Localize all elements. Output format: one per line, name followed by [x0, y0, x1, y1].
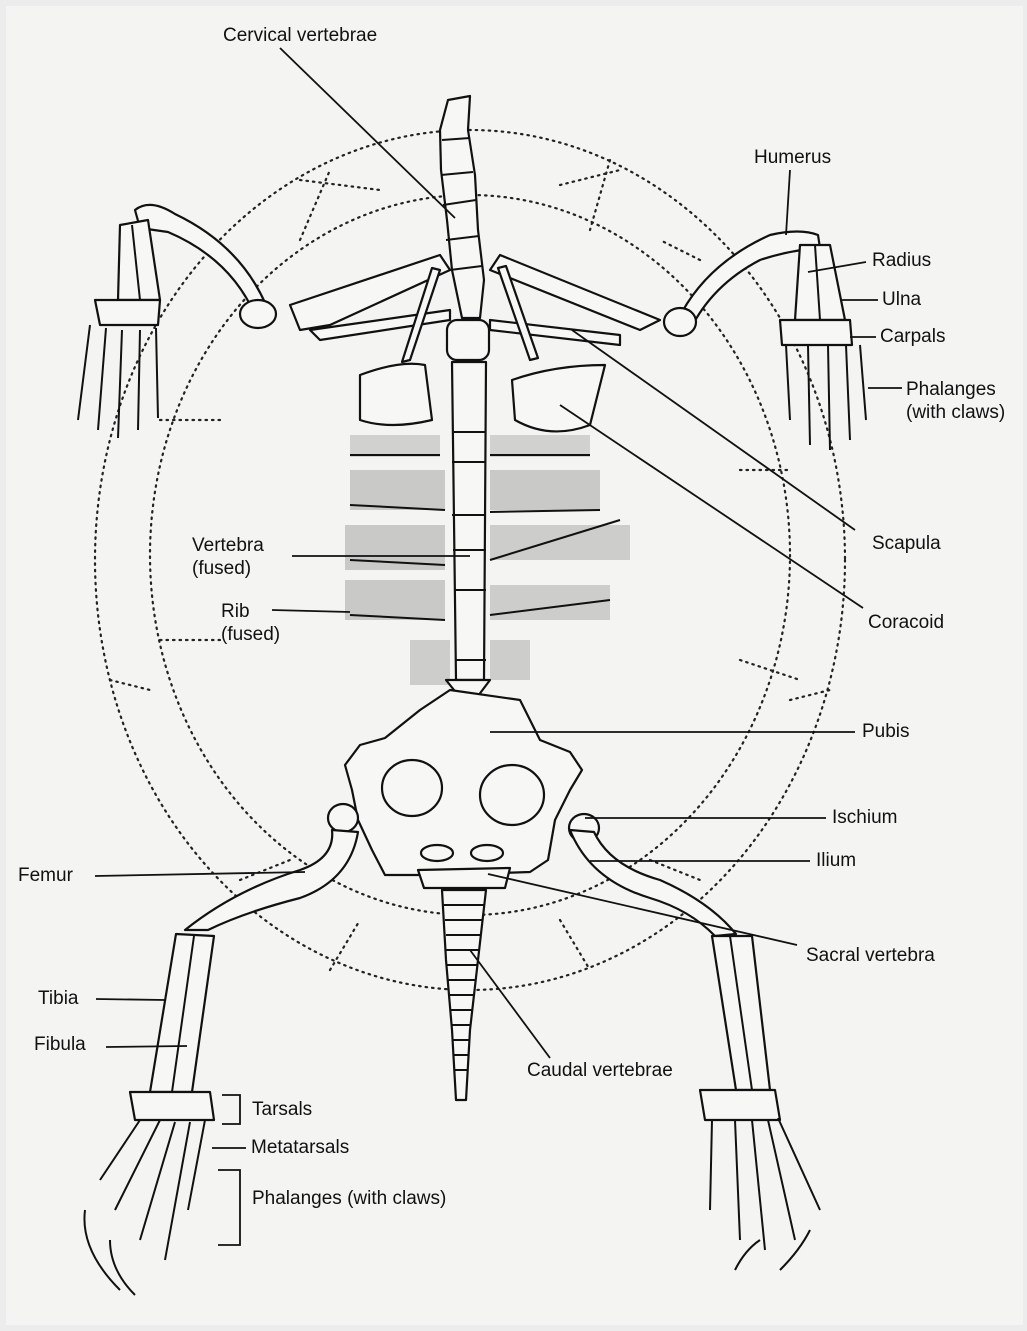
- label-ulna: Ulna: [882, 288, 921, 311]
- label-scapula: Scapula: [872, 532, 941, 555]
- pelvis: [328, 690, 599, 888]
- leader-humerus: [786, 170, 790, 235]
- label-pubis: Pubis: [862, 720, 910, 743]
- phalanges-hind-bracket: [218, 1170, 240, 1245]
- rib-stipple: [345, 435, 630, 685]
- label-coracoid: Coracoid: [868, 611, 944, 634]
- label-vertebra-line1: Vertebra: [192, 534, 264, 557]
- label-rib-line2: (fused): [221, 623, 280, 646]
- leader-cervical: [280, 48, 455, 218]
- label-cervical-vertebrae: Cervical vertebrae: [223, 24, 377, 47]
- leader-scapula: [572, 330, 855, 530]
- leader-femur: [95, 872, 305, 876]
- caudal-vertebrae-column: [442, 890, 486, 1100]
- leader-coracoid: [560, 405, 863, 608]
- left-forelimb: [78, 205, 276, 438]
- label-phalanges-fore-line1: Phalanges: [906, 378, 1005, 401]
- label-vertebra: Vertebra (fused): [192, 534, 264, 580]
- leader-fibula: [106, 1046, 187, 1047]
- left-hindlimb: [84, 830, 358, 1295]
- right-hindlimb: [570, 830, 820, 1270]
- label-rib: Rib (fused): [221, 600, 280, 646]
- label-tarsals: Tarsals: [252, 1098, 312, 1121]
- label-fibula: Fibula: [34, 1033, 86, 1056]
- tarsals-bracket: [222, 1095, 240, 1124]
- label-femur: Femur: [18, 864, 73, 887]
- label-ischium: Ischium: [832, 806, 897, 829]
- label-radius: Radius: [872, 249, 931, 272]
- label-metatarsals: Metatarsals: [251, 1136, 349, 1159]
- leader-rib: [272, 610, 350, 612]
- label-ilium: Ilium: [816, 849, 856, 872]
- label-phalanges-fore: Phalanges (with claws): [906, 378, 1005, 424]
- vertebral-column: [440, 96, 490, 700]
- label-vertebra-line2: (fused): [192, 557, 264, 580]
- leader-tibia: [96, 999, 165, 1000]
- label-caudal-vertebrae: Caudal vertebrae: [527, 1059, 673, 1082]
- label-tibia: Tibia: [38, 987, 78, 1010]
- leader-caudal: [470, 950, 550, 1058]
- label-phalanges-fore-line2: (with claws): [906, 401, 1005, 424]
- label-carpals: Carpals: [880, 325, 945, 348]
- label-rib-line1: Rib: [221, 600, 280, 623]
- label-sacral-vertebra: Sacral vertebra: [806, 944, 935, 967]
- label-phalanges-hind: Phalanges (with claws): [252, 1187, 446, 1210]
- label-humerus: Humerus: [754, 146, 831, 169]
